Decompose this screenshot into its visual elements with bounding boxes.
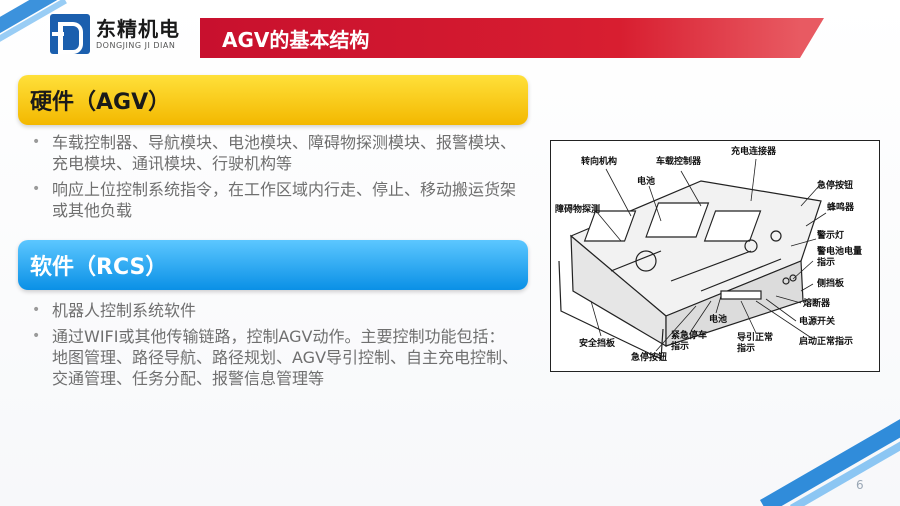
agv-drawing: [558, 158, 827, 360]
label-battery-top: 电池: [637, 177, 656, 187]
list-item: 响应上位控制系统指令，在工作区域内行走、停止、移动搬运货架或其他负载: [28, 179, 518, 221]
label-buzzer: 蜂鸣器: [827, 203, 855, 213]
software-heading-pill: 软件（RCS）: [18, 240, 528, 290]
page-number: 6: [856, 478, 864, 492]
hardware-heading-pill: 硬件（AGV）: [18, 75, 528, 125]
list-item: 通过WIFI或其他传输链路，控制AGV动作。主要控制功能包括：地图管理、路径导航…: [28, 326, 518, 389]
label-warning-light: 警示灯: [817, 231, 845, 241]
list-item: 车载控制器、导航模块、电池模块、障碍物探测模块、报警模块、充电模块、通讯模块、行…: [28, 132, 518, 174]
company-logo: 东精机电 DONGJING JI DIAN: [50, 14, 180, 54]
label-guide-normal-indicator: 导引正常指示: [737, 333, 774, 354]
label-power-switch: 电源开关: [799, 317, 836, 327]
software-heading: 软件（RCS）: [30, 255, 168, 280]
hardware-bullet-list: 车载控制器、导航模块、电池模块、障碍物探测模块、报警模块、充电模块、通讯模块、行…: [28, 132, 518, 226]
title-bar: AGV的基本结构: [200, 18, 824, 58]
label-estop-button-bottom: 急停按钮: [631, 353, 668, 363]
label-estop-button-right: 急停按钮: [817, 181, 854, 191]
logo-mark-icon: [50, 14, 90, 54]
label-obstacle-detection: 障碍物探测: [555, 205, 601, 215]
label-battery-indicator: 警电池电量指示: [817, 247, 863, 268]
software-bullet-list: 机器人控制系统软件 通过WIFI或其他传输链路，控制AGV动作。主要控制功能包括…: [28, 300, 518, 394]
agv-structure-diagram: 转向机构 车载控制器 充电连接器 电池 急停按钮 蜂鸣器 障碍物探测 警示灯 警…: [550, 140, 880, 372]
slide-title: AGV的基本结构: [222, 27, 370, 52]
label-charge-connector: 充电连接器: [731, 147, 777, 157]
list-item: 机器人控制系统软件: [28, 300, 518, 321]
label-emergency-stop-indicator: 紧急停车指示: [671, 331, 708, 352]
logo-name-cn: 东精机电: [96, 16, 180, 41]
label-controller: 车载控制器: [656, 157, 702, 167]
label-steering: 转向机构: [581, 157, 618, 167]
label-start-normal-indicator: 启动正常指示: [799, 337, 854, 347]
logo-name-en: DONGJING JI DIAN: [96, 40, 176, 50]
label-battery-bottom: 电池: [709, 315, 728, 325]
label-fuse: 熔断器: [803, 299, 831, 309]
label-safety-plate: 安全挡板: [579, 339, 616, 349]
hardware-heading: 硬件（AGV）: [30, 90, 171, 115]
label-side-plate: 侧挡板: [817, 279, 845, 289]
